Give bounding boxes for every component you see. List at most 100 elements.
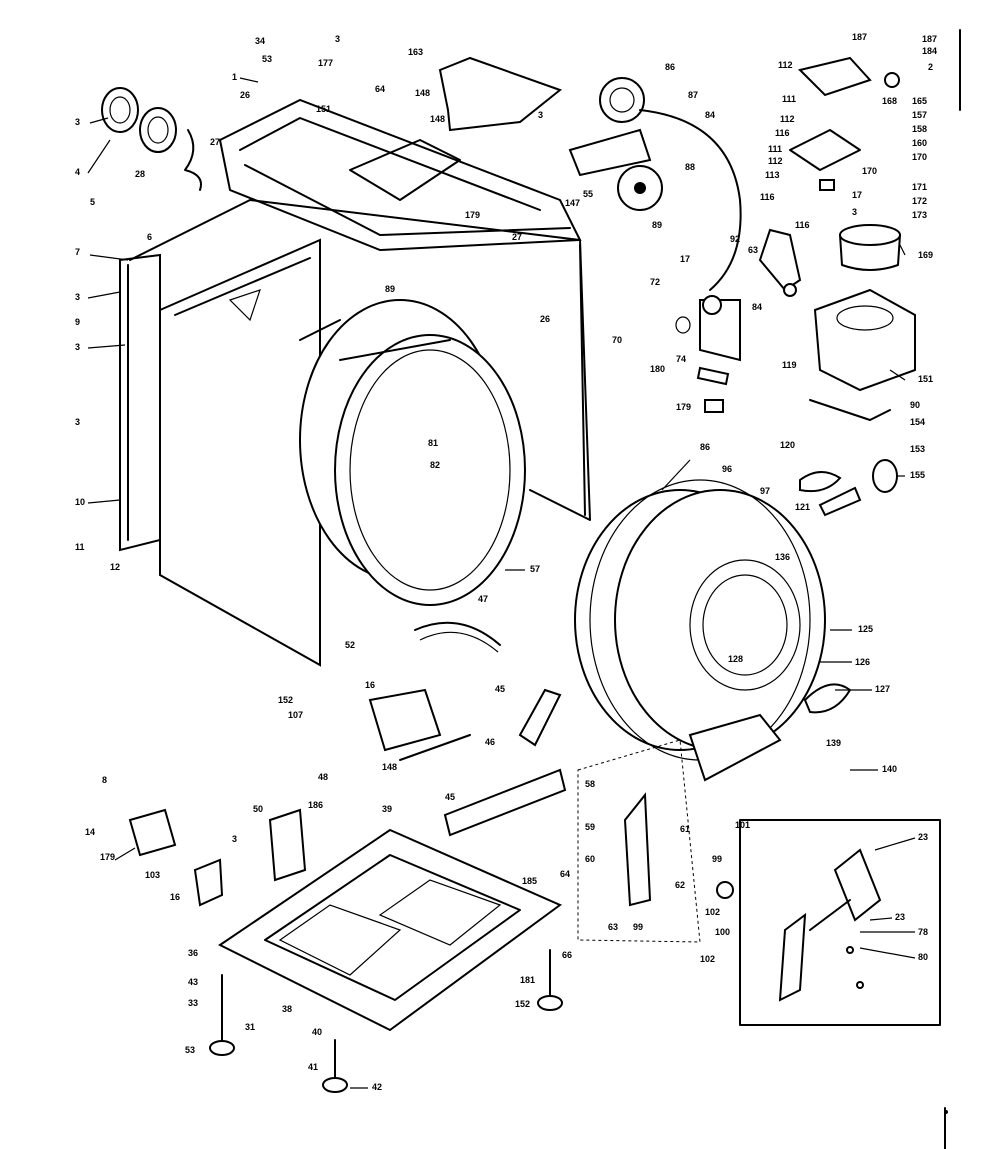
callout-label: 170 [912, 152, 927, 162]
callout-label: 184 [922, 46, 937, 56]
callout-label: 3 [75, 292, 80, 302]
drum-belt [414, 621, 501, 653]
callout-label: 63 [608, 922, 618, 932]
callout-label: 112 [768, 156, 783, 166]
callout-label: 87 [688, 90, 698, 100]
callout-label: 64 [375, 84, 385, 94]
base-frame [218, 828, 562, 1032]
callout-label: 33 [188, 998, 198, 1008]
callout-label: 92 [730, 234, 740, 244]
callout-label: 89 [652, 220, 662, 230]
callout-label: 28 [135, 169, 145, 179]
callout-label: 102 [700, 954, 715, 964]
callout-label: 45 [495, 684, 505, 694]
callout-label: 148 [430, 114, 445, 124]
callout-label: 64 [560, 869, 570, 879]
callout-label: 107 [288, 710, 303, 720]
top-cover-plate [438, 56, 563, 132]
callout-label: 120 [780, 440, 795, 450]
callout-label: 66 [562, 950, 572, 960]
callout-label: 47 [478, 594, 488, 604]
callout-label: 63 [748, 245, 758, 255]
callout-label: 96 [722, 464, 732, 474]
callout-label: 102 [705, 907, 720, 917]
callout-label: 99 [712, 854, 722, 864]
callout-label: 1 [232, 72, 237, 82]
callout-label: 160 [912, 138, 927, 148]
callout-label: 11 [75, 542, 85, 552]
callout-label: 168 [882, 96, 897, 106]
callout-label: 153 [910, 444, 925, 454]
callout-label: 100 [715, 927, 730, 937]
front-bulkhead [574, 479, 826, 782]
callout-label: 170 [862, 166, 877, 176]
callout-label: 103 [145, 870, 160, 880]
callout-label: 3 [75, 342, 80, 352]
callout-label: 3 [75, 417, 80, 427]
callout-label: 140 [882, 764, 897, 774]
callout-label: 179 [465, 210, 480, 220]
callout-label: 112 [780, 114, 795, 124]
callout-label: 16 [365, 680, 375, 690]
callout-label: 116 [795, 220, 810, 230]
callout-label: 148 [382, 762, 397, 772]
callout-label: 147 [565, 198, 580, 208]
motor-pulley-assembly [568, 77, 742, 291]
callout-label: 27 [512, 232, 522, 242]
callout-label: 6 [147, 232, 152, 242]
callout-label: 111 [768, 144, 782, 154]
lint-switch-bracket [128, 808, 224, 907]
callout-label: 14 [85, 827, 95, 837]
callout-label: 119 [782, 360, 797, 370]
callout-label: 2 [928, 62, 933, 72]
callout-label: 169 [918, 250, 933, 260]
motor-mount-cover [368, 688, 471, 761]
callout-label: 8 [102, 775, 107, 785]
callout-label: 181 [520, 975, 535, 985]
callout-label: 81 [428, 438, 438, 448]
base-support-bar [443, 688, 567, 837]
callout-label: 52 [345, 640, 355, 650]
callout-label: 112 [778, 60, 793, 70]
callout-label: 55 [583, 189, 593, 199]
callout-label: 179 [676, 402, 691, 412]
callout-label: 58 [585, 779, 595, 789]
callout-label: 60 [585, 854, 595, 864]
callout-label: 99 [633, 922, 643, 932]
callout-label: 5 [90, 197, 95, 207]
callout-label: 151 [918, 374, 933, 384]
callout-label: 3 [75, 117, 80, 127]
callout-label: 185 [522, 876, 537, 886]
callout-label: 80 [918, 952, 928, 962]
callout-label: 148 [415, 88, 430, 98]
callout-label: 3 [852, 207, 857, 217]
callout-label: 41 [308, 1062, 318, 1072]
callout-label: 113 [765, 170, 780, 180]
callout-label: 17 [852, 190, 862, 200]
callout-label: 12 [110, 562, 120, 572]
rear-bracket [268, 808, 307, 882]
callout-label: 50 [253, 804, 263, 814]
callout-label: 180 [650, 364, 665, 374]
callout-label: 42 [372, 1082, 382, 1092]
idler-lever-group [577, 739, 734, 943]
callout-label: 86 [665, 62, 675, 72]
callout-label: 158 [912, 124, 927, 134]
blower-housing [675, 295, 741, 386]
callout-label: 72 [650, 277, 660, 287]
callout-label: 78 [918, 927, 928, 937]
cabinet-left-side-panel [119, 253, 161, 552]
idler-bracket [758, 228, 802, 297]
callout-label: 34 [255, 36, 265, 46]
callout-label: 88 [685, 162, 695, 172]
callout-label: 53 [185, 1045, 195, 1055]
callout-label: 38 [282, 1004, 292, 1014]
callout-label: 61 [680, 824, 690, 834]
callout-label: 86 [700, 442, 710, 452]
callout-label: 84 [752, 302, 762, 312]
callout-label: 16 [170, 892, 180, 902]
callout-label: 97 [760, 486, 770, 496]
callout-label: 127 [875, 684, 890, 694]
callout-label: 139 [826, 738, 841, 748]
